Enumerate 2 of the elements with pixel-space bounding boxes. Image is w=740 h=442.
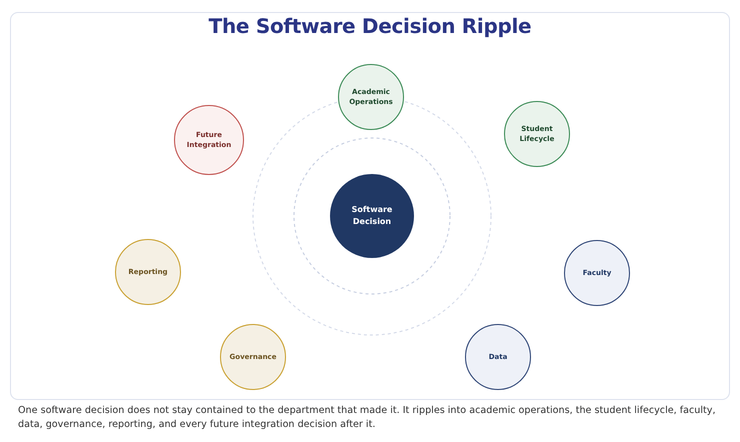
title: The Software Decision Ripple xyxy=(208,14,532,38)
caption: One software decision does not stay contained to the department that made it. It ripples into academic operations, the student lifecycle, faculty, data, governance, reporting, and every future integration decision after it. xyxy=(18,404,717,432)
